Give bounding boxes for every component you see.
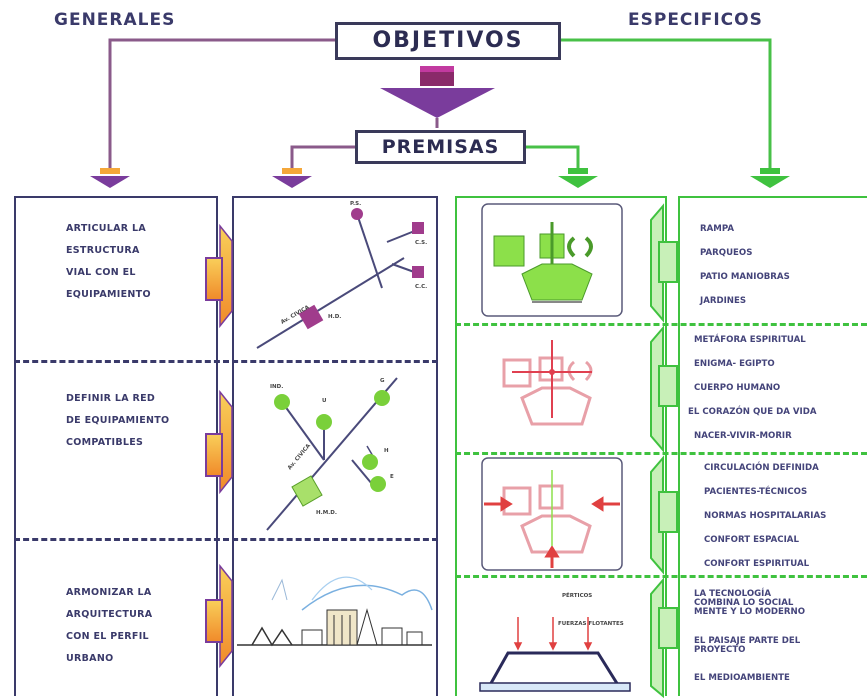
- arrow-icon-right-1: [558, 168, 598, 188]
- generales-item-1: ARTICULAR LA ESTRUCTURA VIAL CON EL EQUI…: [66, 223, 151, 300]
- list-item: NACER-VIVIR-MORIR: [694, 431, 792, 441]
- divider: [455, 452, 867, 455]
- especificos-heading: ESPECIFICOS: [628, 10, 763, 30]
- tab-2: [205, 389, 233, 495]
- list-item: CUERPO HUMANO: [694, 383, 781, 393]
- list-item: CONFORT ESPIRITUAL: [704, 559, 810, 569]
- list-item: NORMAS HOSPITALARIAS: [704, 511, 827, 521]
- tab-3: [205, 563, 233, 669]
- urban-profile-sketch: [237, 576, 433, 647]
- list-item: EL MEDIOAMBIENTE: [694, 673, 790, 683]
- equipment-network-diagram: IND. U G H E H.M.D. Av. CIVICA: [266, 377, 398, 531]
- node-label-g: G: [380, 378, 385, 384]
- list-item: LA TECNOLOGÍA COMBINA LO SOCIAL MENTE Y …: [694, 589, 805, 617]
- section-label-fuerzas: FUERZAS FLOTANTES: [558, 621, 624, 627]
- divider: [455, 575, 867, 578]
- list-item: EL CORAZÓN QUE DA VIDA: [688, 407, 817, 417]
- divider: [455, 323, 867, 326]
- orange-tab-connectors: [205, 223, 233, 669]
- node-label-cc: C.C.: [415, 284, 427, 290]
- arrow-icon-left-1: [90, 168, 130, 188]
- node-label-h: H: [384, 448, 389, 454]
- list-item: CIRCULACIÓN DEFINIDA: [704, 463, 819, 473]
- tab-1: [205, 223, 233, 329]
- node-label-u: U: [322, 398, 326, 404]
- generales-item-2: DEFINIR LA RED DE EQUIPAMIENTO COMPATIBL…: [66, 393, 170, 448]
- list-item: CONFORT ESPACIAL: [704, 535, 799, 545]
- generales-heading: GENERALES: [54, 10, 176, 30]
- divider: [14, 538, 438, 541]
- node-label-hd: H.D.: [328, 314, 341, 320]
- arrow-icon-right-2: [750, 168, 790, 188]
- list-item: RAMPA: [700, 224, 734, 234]
- especificos-panel: [678, 196, 867, 696]
- premisas-diagram-panel: [232, 196, 438, 696]
- premisas-box: PREMISAS: [355, 130, 526, 164]
- site-plan-diagram-3: [481, 457, 623, 571]
- objetivos-box: OBJETIVOS: [335, 22, 561, 60]
- generales-item-3: ARMONIZAR LA ARQUITECTURA CON EL PERFIL …: [66, 587, 153, 664]
- list-item: PARQUEOS: [700, 248, 753, 258]
- list-item: PATIO MANIOBRAS: [700, 272, 790, 282]
- divider: [14, 360, 438, 363]
- green-tab-connectors: [650, 203, 678, 699]
- arrow-icon-left-2: [272, 168, 312, 188]
- list-item: ENIGMA- EGIPTO: [694, 359, 775, 369]
- avenue-label: Av. CIVICA: [287, 442, 313, 471]
- section-label-porticos: PÉRTICOS: [562, 591, 592, 599]
- especificos-diagram-panel: [455, 196, 667, 696]
- list-item: EL PAISAJE PARTE DEL PROYECTO: [694, 636, 801, 655]
- site-plan-diagram-2: [502, 340, 593, 426]
- section-diagram: PÉRTICOS FUERZAS FLOTANTES: [479, 591, 631, 692]
- site-plan-diagram-1: [481, 203, 623, 317]
- node-label-ps: P.S.: [350, 201, 361, 207]
- node-label-cs: C.S.: [415, 240, 427, 246]
- list-item: JARDINES: [700, 296, 747, 306]
- node-label-e: E: [390, 474, 394, 480]
- node-label-ind: IND.: [270, 384, 283, 390]
- list-item: METÁFORA ESPIRITUAL: [694, 335, 806, 345]
- node-label-hmd: H.M.D.: [316, 510, 337, 516]
- vial-structure-diagram: P.S. C.S. C.C. H.D. Av. CIVICA: [256, 201, 427, 349]
- list-item: PACIENTES-TÉCNICOS: [704, 487, 808, 497]
